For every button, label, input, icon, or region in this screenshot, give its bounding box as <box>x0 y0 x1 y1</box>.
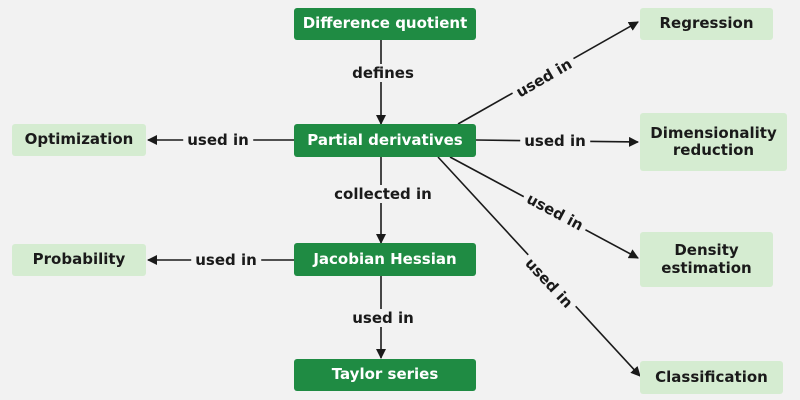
edge-label-used-in-probability: used in <box>191 251 261 269</box>
node-taylor-series: Taylor series <box>294 359 476 391</box>
edge-label-used-in-dimensionality: used in <box>520 132 590 150</box>
node-partial-derivatives: Partial derivatives <box>294 124 476 157</box>
edge-label-used-in-optimization: used in <box>183 131 253 149</box>
node-difference-quotient: Difference quotient <box>294 8 476 40</box>
node-density-estimation: Density estimation <box>640 232 773 287</box>
node-dimensionality-reduction: Dimensionality reduction <box>640 113 787 171</box>
node-classification: Classification <box>640 361 783 394</box>
node-jacobian-hessian: Jacobian Hessian <box>294 243 476 276</box>
node-regression: Regression <box>640 8 773 40</box>
node-probability: Probability <box>12 244 146 276</box>
edge-label-collected-in: collected in <box>330 185 436 203</box>
node-optimization: Optimization <box>12 124 146 156</box>
edge-label-defines: defines <box>348 64 418 82</box>
edge-label-used-in-taylor: used in <box>348 309 418 327</box>
